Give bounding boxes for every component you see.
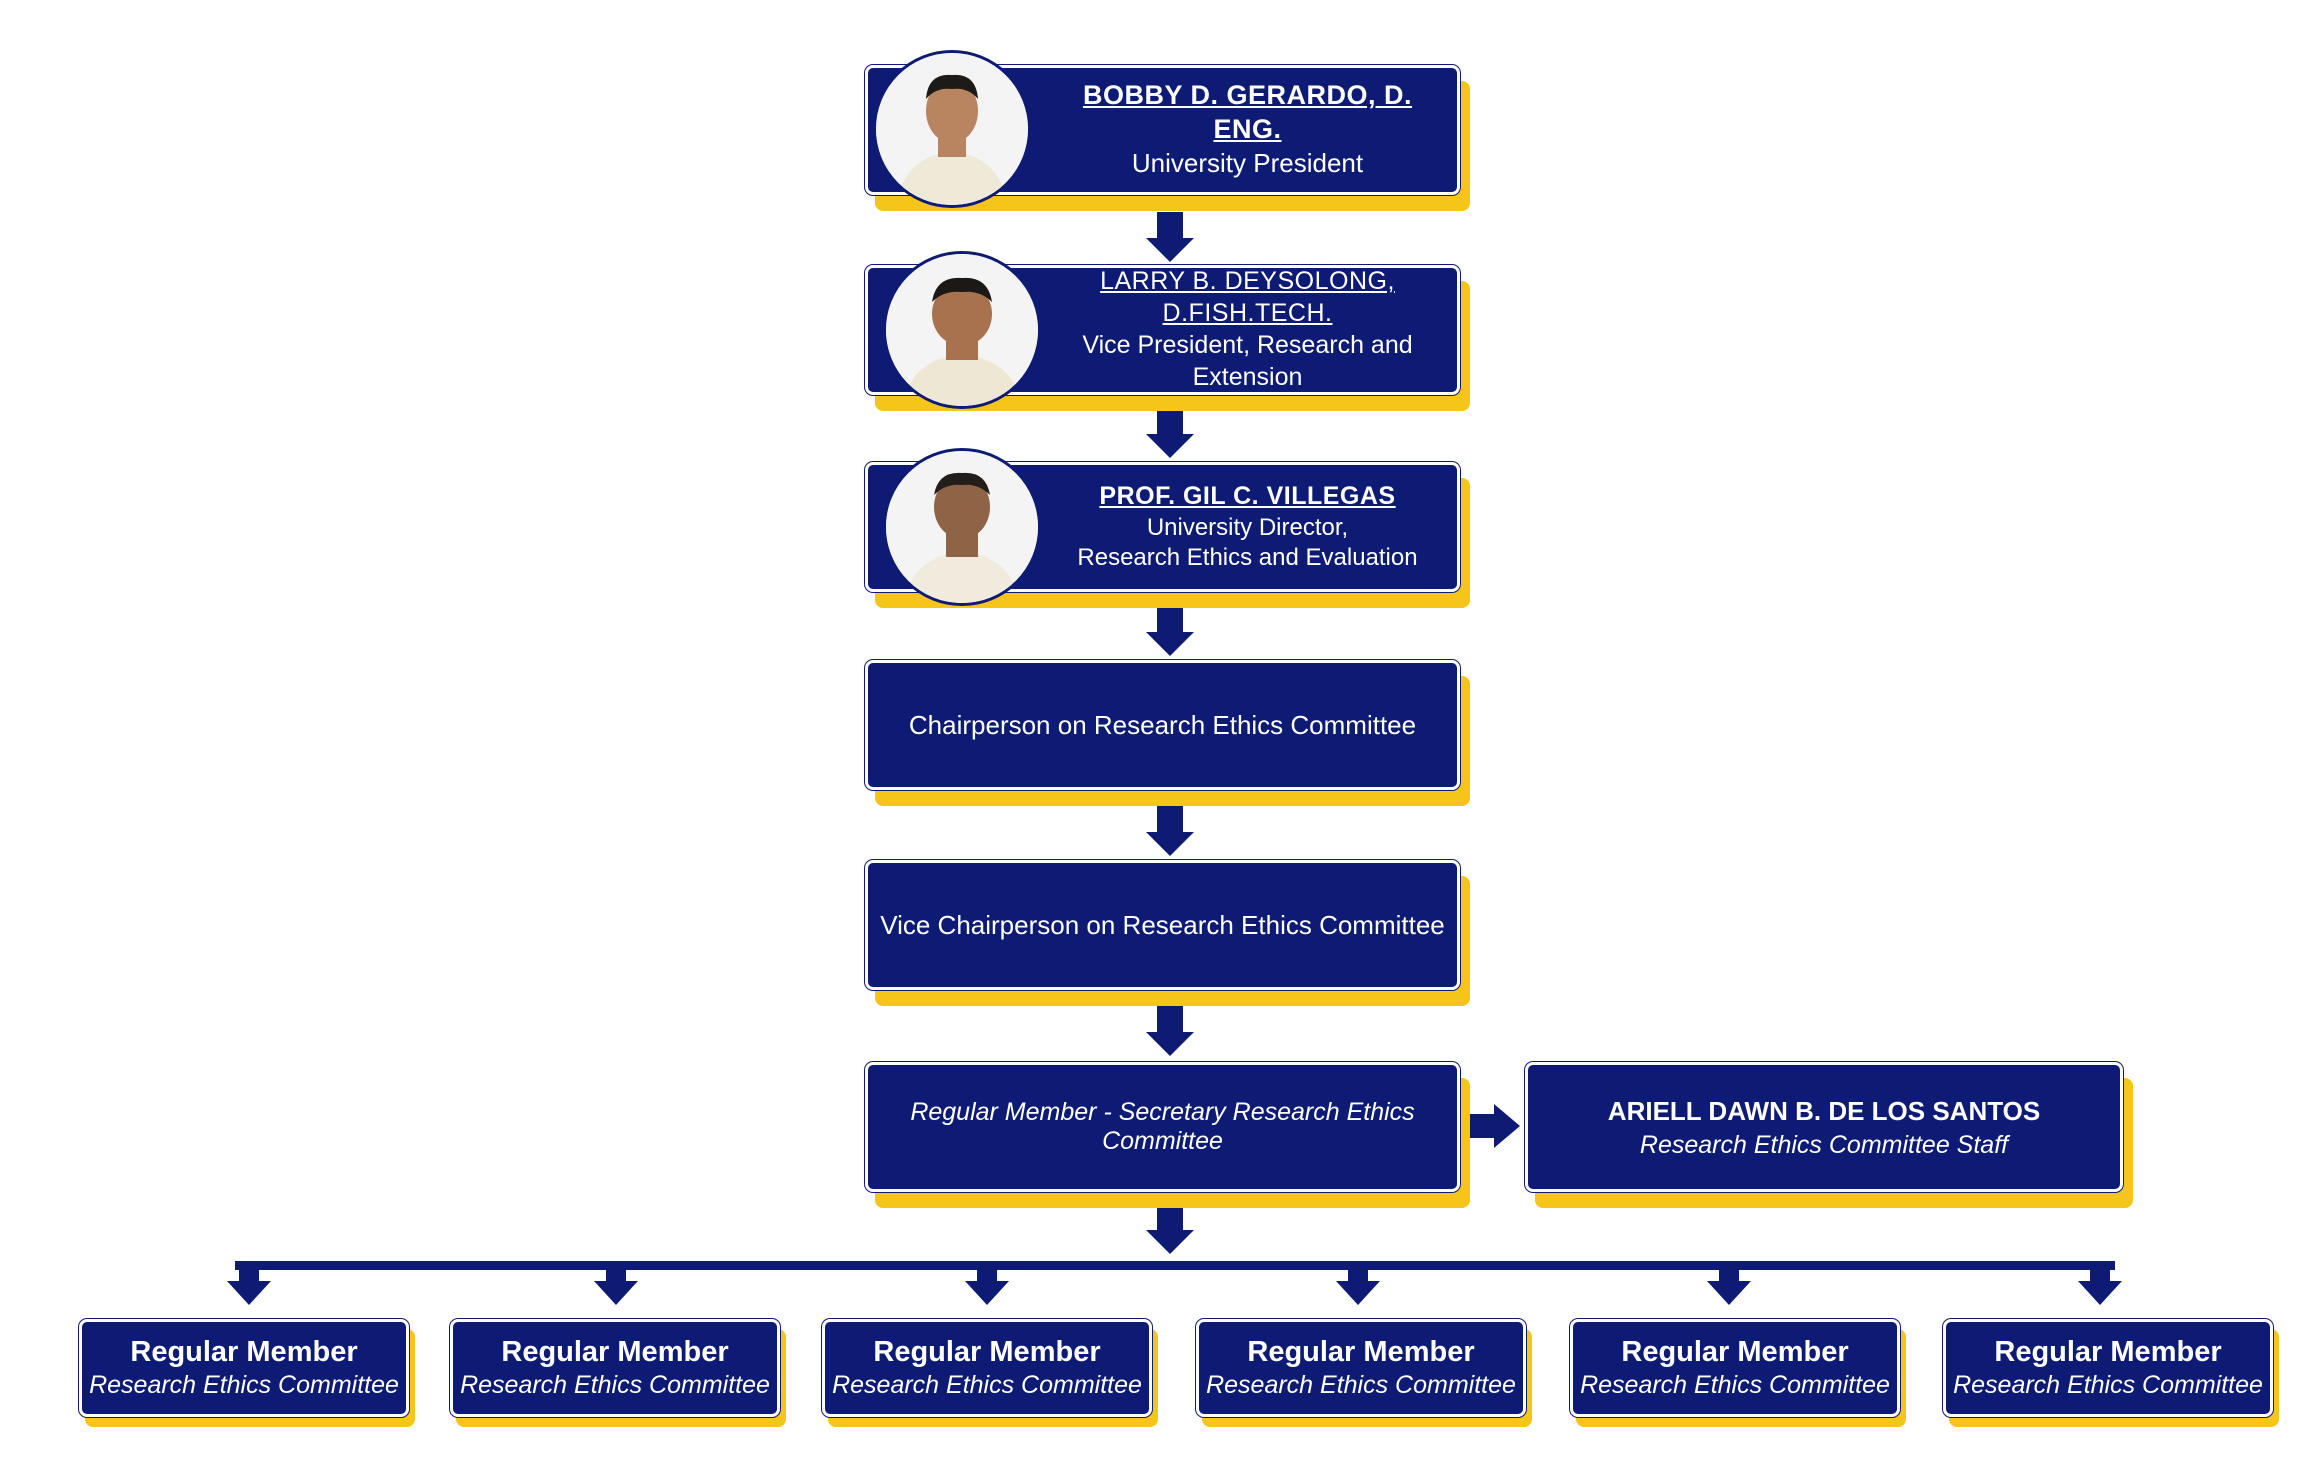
- vice-chairperson-card: Vice Chairperson on Research Ethics Comm…: [865, 860, 1470, 1006]
- director-name: PROF. GIL C. VILLEGAS: [1099, 482, 1396, 511]
- card-face: ARIELL DAWN B. DE LOS SANTOS Research Et…: [1525, 1062, 2123, 1192]
- card-face: Chairperson on Research Ethics Committee: [865, 660, 1460, 790]
- regular-member-card: Regular Member Research Ethics Committee: [1196, 1319, 1532, 1427]
- arrow-down-icon: [2078, 1261, 2122, 1305]
- vp-name: LARRY B. DEYSOLONG, D.FISH.TECH.: [1100, 267, 1395, 327]
- regular-member-card: Regular Member Research Ethics Committee: [1943, 1319, 2279, 1427]
- regular-member-subtitle: Research Ethics Committee: [1206, 1370, 1516, 1399]
- regular-member-subtitle: Research Ethics Committee: [89, 1370, 399, 1399]
- director-title-line1: University Director,: [1146, 513, 1349, 541]
- secretary-card: Regular Member - Secretary Research Ethi…: [865, 1062, 1470, 1208]
- regular-member-title: Regular Member: [1247, 1336, 1475, 1369]
- arrow-down-icon: [1146, 607, 1194, 656]
- regular-member-card: Regular Member Research Ethics Committee: [450, 1319, 786, 1427]
- president-title: University President: [1131, 147, 1364, 178]
- secretary-label: Regular Member - Secretary Research Ethi…: [910, 1098, 1415, 1155]
- person-photo-icon: [883, 251, 1041, 409]
- card-face: Regular Member - Secretary Research Ethi…: [865, 1062, 1460, 1192]
- staff-card: ARIELL DAWN B. DE LOS SANTOS Research Et…: [1525, 1062, 2133, 1208]
- director-card: PROF. GIL C. VILLEGAS University Directo…: [865, 448, 1470, 608]
- regular-member-card: Regular Member Research Ethics Committee: [79, 1319, 415, 1427]
- card-face: Regular Member Research Ethics Committee: [1196, 1319, 1526, 1417]
- arrow-down-icon: [1146, 806, 1194, 856]
- regular-member-title: Regular Member: [130, 1336, 358, 1369]
- regular-member-card: Regular Member Research Ethics Committee: [822, 1319, 1158, 1427]
- card-face: Vice Chairperson on Research Ethics Comm…: [865, 860, 1460, 990]
- arrow-down-icon: [1146, 1005, 1194, 1056]
- regular-member-subtitle: Research Ethics Committee: [832, 1370, 1142, 1399]
- person-photo-icon: [873, 50, 1031, 208]
- person-photo-icon: [883, 448, 1041, 606]
- card-face: Regular Member Research Ethics Committee: [450, 1319, 780, 1417]
- staff-name: ARIELL DAWN B. DE LOS SANTOS: [1607, 1095, 2041, 1126]
- regular-member-title: Regular Member: [1994, 1336, 2222, 1369]
- card-face: Regular Member Research Ethics Committee: [79, 1319, 409, 1417]
- president-card: BOBBY D. GERARDO, D. ENG. University Pre…: [865, 50, 1470, 211]
- arrow-down-icon: [227, 1261, 271, 1305]
- vice-chairperson-label: Vice Chairperson on Research Ethics Comm…: [880, 909, 1445, 940]
- regular-member-subtitle: Research Ethics Committee: [1953, 1370, 2263, 1399]
- chairperson-card: Chairperson on Research Ethics Committee: [865, 660, 1470, 806]
- card-face: Regular Member Research Ethics Committee: [1943, 1319, 2273, 1417]
- distribution-bar: [235, 1261, 2115, 1270]
- arrow-down-icon: [1146, 212, 1194, 262]
- vp-title: Vice President, Research and Extension: [1082, 330, 1413, 392]
- arrow-down-icon: [1146, 1207, 1194, 1254]
- president-name: BOBBY D. GERARDO, D. ENG.: [1082, 80, 1413, 145]
- card-face: Regular Member Research Ethics Committee: [822, 1319, 1152, 1417]
- arrow-right-icon: [1468, 1104, 1520, 1148]
- card-face: Regular Member Research Ethics Committee: [1570, 1319, 1900, 1417]
- staff-title: Research Ethics Committee Staff: [1639, 1130, 2009, 1159]
- arrow-down-icon: [594, 1261, 638, 1305]
- regular-member-subtitle: Research Ethics Committee: [460, 1370, 770, 1399]
- chairperson-label: Chairperson on Research Ethics Committee: [908, 709, 1417, 740]
- regular-member-title: Regular Member: [873, 1336, 1101, 1369]
- regular-member-title: Regular Member: [1621, 1336, 1849, 1369]
- regular-member-card: Regular Member Research Ethics Committee: [1570, 1319, 1906, 1427]
- arrow-down-icon: [1707, 1261, 1751, 1305]
- regular-member-title: Regular Member: [501, 1336, 729, 1369]
- vp-card: LARRY B. DEYSOLONG, D.FISH.TECH. Vice Pr…: [865, 251, 1470, 411]
- arrow-down-icon: [965, 1261, 1009, 1305]
- director-title-line2: Research Ethics and Evaluation: [1077, 543, 1418, 571]
- regular-member-subtitle: Research Ethics Committee: [1580, 1370, 1890, 1399]
- arrow-down-icon: [1336, 1261, 1380, 1305]
- arrow-down-icon: [1146, 410, 1194, 458]
